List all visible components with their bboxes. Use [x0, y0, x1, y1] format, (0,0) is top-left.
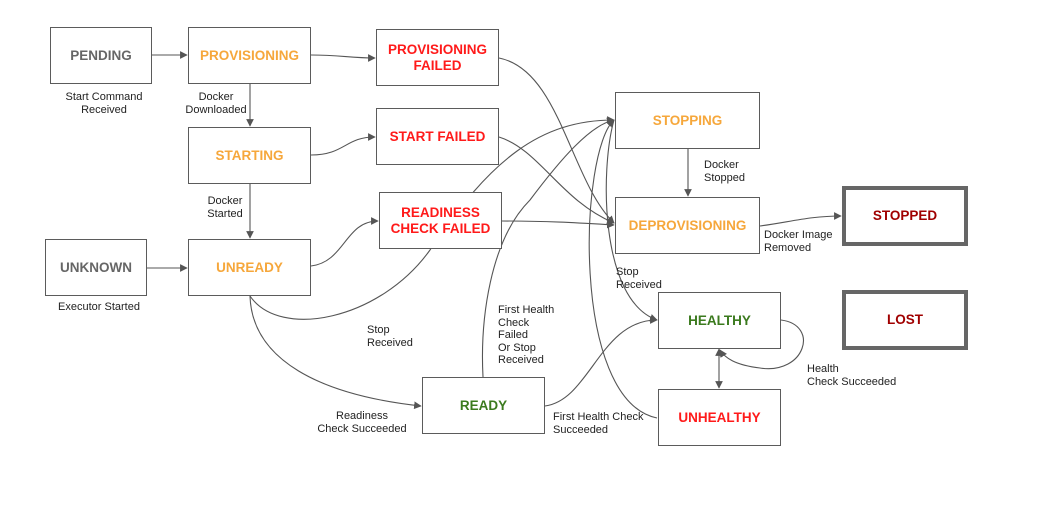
state-healthy-label: HEALTHY	[688, 312, 751, 328]
label-first-health-check-failed-or-stop-received: First Health Check Failed Or Stop Receiv…	[498, 304, 555, 366]
label-readiness-check-succeeded: Readiness Check Succeeded	[317, 410, 407, 435]
label-stop-received-upper: Stop Received	[616, 266, 662, 291]
state-unready-label: UNREADY	[216, 259, 283, 275]
state-unknown: UNKNOWN	[45, 239, 147, 296]
state-pending: PENDING	[50, 27, 152, 84]
state-starting: STARTING	[188, 127, 311, 184]
state-stopped-label: STOPPED	[872, 208, 938, 223]
state-unready: UNREADY	[188, 239, 311, 296]
edge-unready-readiness-check-failed	[310, 217, 379, 267]
state-provisioning-failed: PROVISIONING FAILED	[376, 29, 499, 86]
state-start-failed-label: START FAILED	[389, 128, 486, 144]
edge-unready-ready	[249, 295, 422, 410]
state-readiness-check-failed-label: READINESS CHECK FAILED	[390, 204, 491, 236]
state-provisioning-label: PROVISIONING	[199, 47, 299, 63]
edge-healthy-self-health-check	[719, 319, 804, 370]
state-healthy: HEALTHY	[658, 292, 781, 349]
state-unhealthy: UNHEALTHY	[658, 389, 781, 446]
state-starting-label: STARTING	[215, 147, 284, 163]
edge-unready-stop-to-stopping	[249, 116, 615, 320]
state-stopping: STOPPING	[615, 92, 760, 149]
state-lost-label: LOST	[887, 312, 923, 327]
state-ready-label: READY	[459, 397, 508, 413]
edge-provisioning-failed-deprovisioning	[498, 57, 615, 224]
state-stopping-label: STOPPING	[652, 112, 723, 128]
state-provisioning: PROVISIONING	[188, 27, 311, 84]
state-deprovisioning: DEPROVISIONING	[615, 197, 760, 254]
state-provisioning-failed-label: PROVISIONING FAILED	[387, 41, 487, 73]
edge-unhealthy-stopping	[588, 119, 658, 419]
label-docker-started: Docker Started	[207, 195, 243, 220]
state-stopped: STOPPED	[842, 186, 968, 246]
edge-readiness-check-failed-deprovisioning	[501, 220, 615, 229]
label-health-check-succeeded: Health Check Succeeded	[807, 363, 897, 388]
state-start-failed: START FAILED	[376, 108, 499, 165]
state-unhealthy-label: UNHEALTHY	[678, 409, 761, 425]
edge-deprovisioning-stopped	[759, 212, 842, 227]
edge-start-failed-deprovisioning	[498, 136, 615, 224]
label-start-command-received: Start Command Received	[65, 91, 143, 116]
state-pending-label: PENDING	[70, 47, 132, 63]
edge-stopping-healthy-stop-received	[605, 119, 658, 322]
edge-ready-stopping	[482, 117, 615, 378]
state-deprovisioning-label: DEPROVISIONING	[628, 217, 747, 233]
edge-starting-start-failed	[310, 133, 376, 156]
edge-ready-healthy	[544, 316, 658, 407]
label-docker-downloaded: Docker Downloaded	[185, 91, 247, 116]
label-docker-image-removed: Docker Image Removed	[764, 229, 833, 254]
state-ready: READY	[422, 377, 545, 434]
label-stop-received-lower: Stop Received	[367, 324, 413, 349]
state-unknown-label: UNKNOWN	[60, 259, 132, 275]
label-docker-stopped: Docker Stopped	[704, 159, 745, 184]
edge-provisioning-provisioning-failed	[310, 54, 376, 62]
label-first-health-check-succeeded: First Health Check Succeeded	[553, 411, 644, 436]
state-readiness-check-failed: READINESS CHECK FAILED	[379, 192, 502, 249]
state-lost: LOST	[842, 290, 968, 350]
label-executor-started: Executor Started	[58, 301, 140, 313]
